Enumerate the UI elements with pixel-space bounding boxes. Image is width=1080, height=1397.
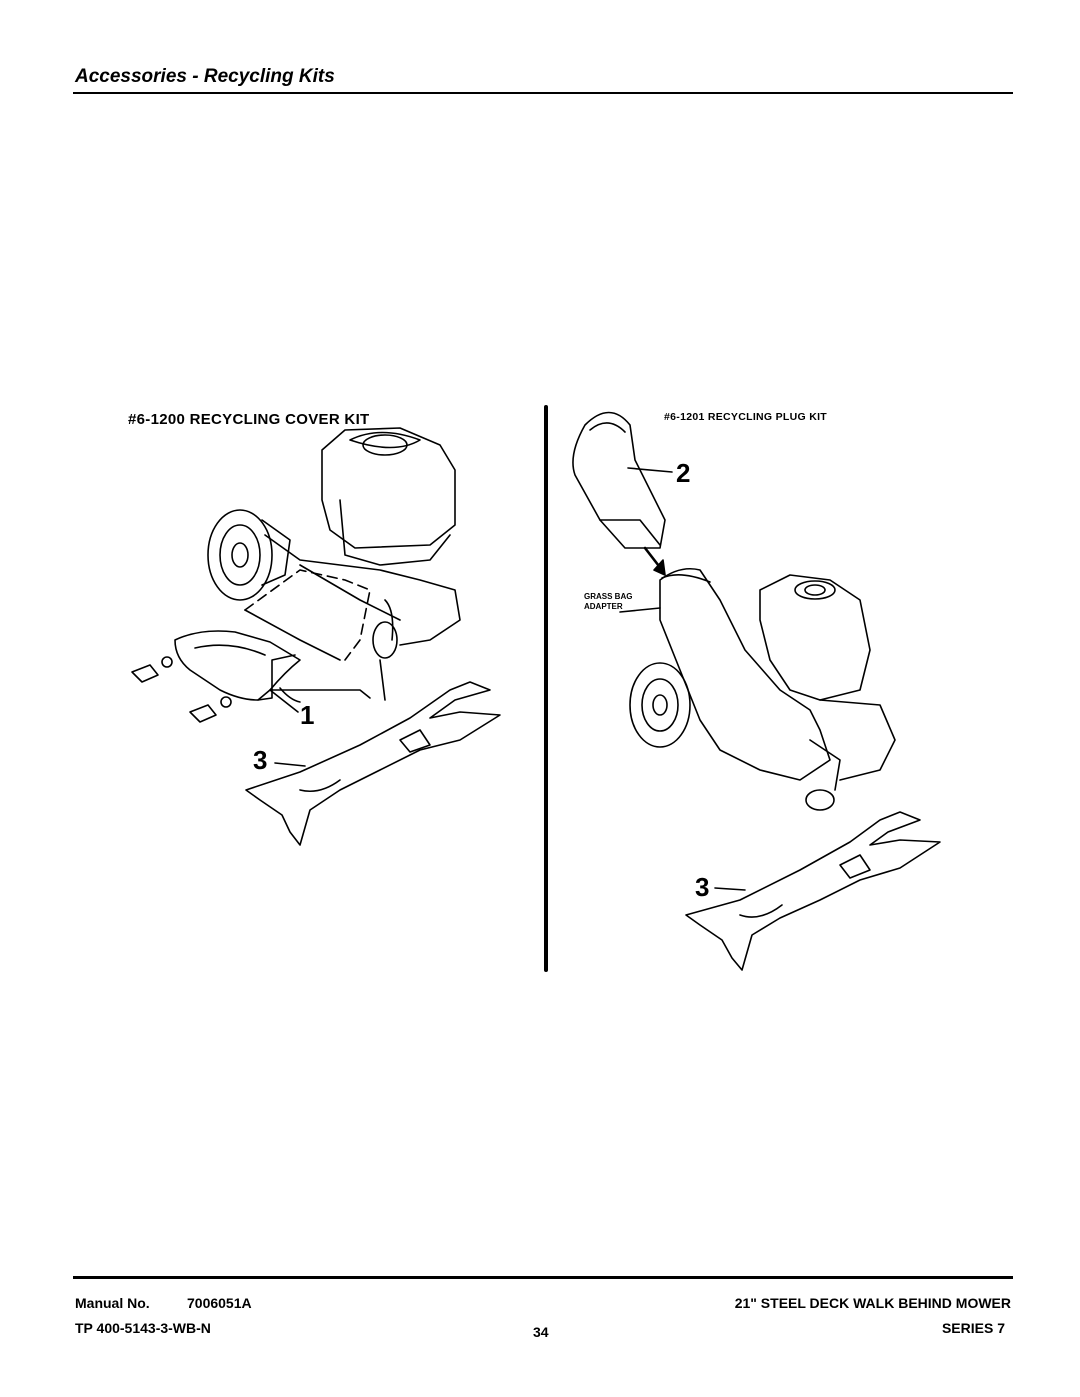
page-number: 34 xyxy=(533,1324,549,1340)
leader-3-right xyxy=(714,887,746,891)
grass-bag-adapter-label: GRASS BAG ADAPTER xyxy=(584,592,632,612)
grass-bag-label-line1: GRASS BAG xyxy=(584,592,633,601)
recycling-cover-drawing xyxy=(131,630,371,723)
right-mower-drawing xyxy=(629,567,896,811)
left-mower-drawing xyxy=(207,427,461,701)
title-rule xyxy=(73,92,1013,94)
right-kit-title: #6-1201 RECYCLING PLUG KIT xyxy=(664,411,828,423)
leader-adapter xyxy=(619,607,661,613)
grass-bag-label-line2: ADAPTER xyxy=(584,602,623,611)
product-name: 21" STEEL DECK WALK BEHIND MOWER xyxy=(734,1295,1011,1311)
recycling-plug-drawing xyxy=(572,411,666,549)
left-kit-title: #6-1200 RECYCLING COVER KIT xyxy=(128,411,370,428)
callout-3-left: 3 xyxy=(253,745,268,775)
leader-2 xyxy=(627,467,673,473)
right-blade-drawing xyxy=(685,811,941,971)
tp-number: TP 400-5143-3-WB-N xyxy=(75,1320,211,1336)
left-blade-drawing xyxy=(245,681,501,846)
leader-3-left xyxy=(274,762,306,767)
callout-2: 2 xyxy=(676,458,691,488)
plug-arrowhead xyxy=(653,559,666,576)
manual-label: Manual No. xyxy=(75,1295,150,1311)
leader-1 xyxy=(269,689,299,713)
manual-number: 7006051A xyxy=(187,1295,252,1311)
footer-rule xyxy=(73,1276,1013,1279)
callout-1: 1 xyxy=(300,700,315,730)
callout-3-right: 3 xyxy=(695,872,710,902)
page-title: Accessories - Recycling Kits xyxy=(75,66,335,87)
series-label: SERIES 7 xyxy=(941,1320,1005,1336)
